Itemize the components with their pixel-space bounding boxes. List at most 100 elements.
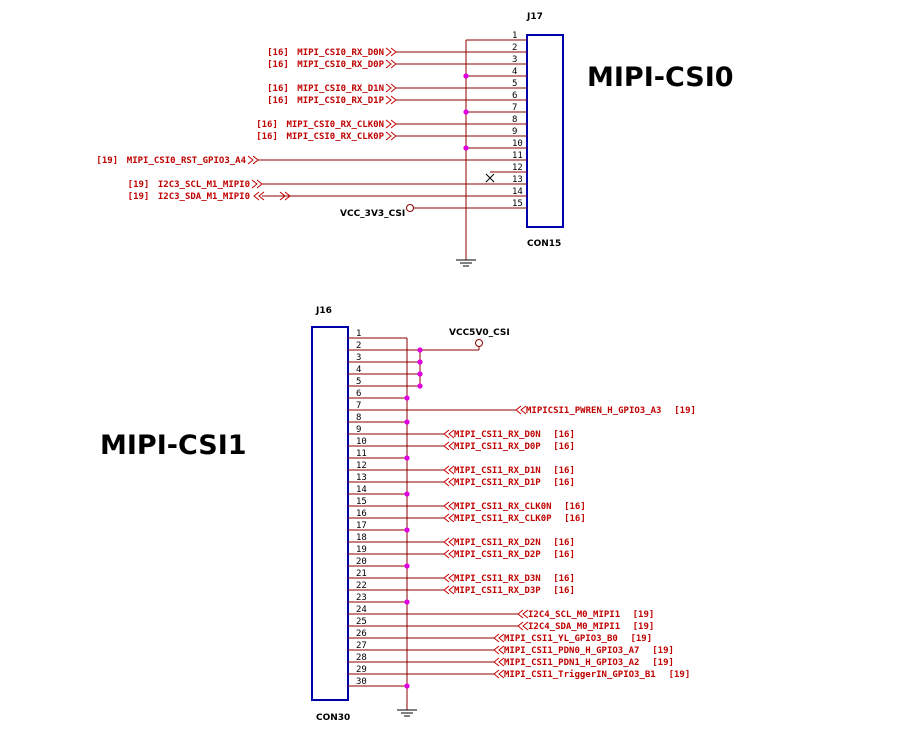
pin-number: 9 (512, 127, 517, 137)
pin-number: 1 (356, 329, 361, 339)
net-label: I2C3_SCL_M1_MIPI0 (158, 180, 250, 190)
sheet-ref: [16] (267, 60, 289, 70)
pin-number: 9 (356, 425, 361, 435)
net-port-arrow (493, 633, 505, 643)
pin-number: 3 (512, 55, 517, 65)
pin-number: 23 (356, 593, 367, 603)
net-label: MIPICSI1_PWREN_H_GPIO3_A3 (526, 406, 661, 416)
pin-number: 6 (512, 91, 517, 101)
sheet-ref: [16] (267, 48, 289, 58)
net-label: MIPI_CSI1_PDN1_H_GPIO3_A2 (504, 658, 639, 668)
net-label: MIPI_CSI1_RX_CLK0N (454, 502, 552, 512)
pin-number: 1 (512, 31, 517, 41)
net-label: MIPI_CSI1_RX_D2P (454, 550, 541, 560)
pin-number: 15 (356, 497, 367, 507)
sheet-ref: [16] (553, 478, 575, 488)
csi1-vcc-label: VCC5V0_CSI (449, 328, 510, 338)
net-port-arrow (385, 131, 397, 141)
net-label: MIPI_CSI1_RX_D3N (454, 574, 541, 584)
net-label: MIPI_CSI1_PDN0_H_GPIO3_A7 (504, 646, 639, 656)
net-label: MIPI_CSI0_RX_CLK0N (286, 120, 384, 130)
net-port-arrow (493, 657, 505, 667)
pin-number: 8 (356, 413, 361, 423)
net-port-arrow (385, 119, 397, 129)
net-port-arrow (443, 429, 455, 439)
net-label: I2C4_SCL_M0_MIPI1 (528, 610, 620, 620)
net-port-arrow (253, 191, 265, 201)
sheet-ref: [16] (553, 442, 575, 452)
net-label: MIPI_CSI1_TriggerIN_GPIO3_B1 (504, 669, 656, 680)
pin-number: 18 (356, 533, 367, 543)
junction-dot (404, 491, 410, 497)
net-label: MIPI_CSI0_RX_D1N (297, 84, 384, 94)
net-label: MIPI_CSI1_RX_D1N (454, 466, 541, 476)
junction-dot (404, 419, 410, 425)
junction-dot (404, 563, 410, 569)
junction-dot (404, 683, 410, 689)
sheet-ref: [16] (256, 132, 278, 142)
sheet-ref: [16] (256, 120, 278, 130)
csi0-refdes: J17 (526, 12, 543, 22)
sheet-ref: [19] (652, 646, 674, 656)
connector-body (526, 34, 564, 228)
net-port-arrow (385, 95, 397, 105)
pin-number: 11 (356, 449, 367, 459)
pin-number: 14 (512, 187, 523, 197)
net-port-arrow (493, 645, 505, 655)
sheet-ref: [16] (553, 586, 575, 596)
pin-number: 29 (356, 665, 367, 675)
sheet-ref: [16] (553, 430, 575, 440)
net-label: MIPI_CSI1_RX_CLK0P (454, 514, 552, 524)
pin-number: 6 (356, 389, 361, 399)
pin-number: 25 (356, 617, 367, 627)
sheet-ref: [16] (267, 84, 289, 94)
net-label: MIPI_CSI1_YL_GPIO3_B0 (504, 634, 618, 644)
net-label: MIPI_CSI1_RX_D2N (454, 538, 541, 548)
junction-dot (404, 527, 410, 533)
net-label: MIPI_CSI1_RX_D0P (454, 442, 541, 452)
junction-dot (417, 359, 423, 365)
net-label: I2C4_SDA_M0_MIPI1 (528, 622, 620, 632)
net-port-arrow (443, 573, 455, 583)
csi0-part: CON15 (527, 239, 561, 249)
net-port-arrow (247, 155, 259, 165)
net-port-arrow (443, 441, 455, 451)
sheet-ref: [19] (652, 658, 674, 668)
pin-number: 10 (356, 437, 367, 447)
no-connect-mark (485, 173, 495, 183)
junction-dot (417, 383, 423, 389)
sheet-ref: [19] (630, 634, 652, 644)
net-label: MIPI_CSI1_RX_D1P (454, 478, 541, 488)
pin-number: 4 (512, 67, 517, 77)
sheet-ref: [16] (564, 514, 586, 524)
pin-number: 7 (356, 401, 361, 411)
csi1-refdes: J16 (315, 306, 332, 316)
pin-number: 26 (356, 629, 367, 639)
csi1-connector: 1234567891011121314151617181920212223242… (311, 326, 696, 717)
sheet-ref: [16] (553, 550, 575, 560)
junction-dot (417, 347, 423, 353)
pin-number: 20 (356, 557, 367, 567)
pin-number: 4 (356, 365, 361, 375)
pin-number: 12 (356, 461, 367, 471)
net-port-arrow (443, 585, 455, 595)
pin-number: 17 (356, 521, 367, 531)
net-port-arrow (443, 465, 455, 475)
net-port-arrow (443, 477, 455, 487)
junction-dot (463, 145, 469, 151)
sheet-ref: [19] (669, 670, 691, 680)
junction-dot (463, 73, 469, 79)
junction-dot (417, 371, 423, 377)
junction-dot (404, 599, 410, 605)
junction-dot (463, 109, 469, 115)
pin-number: 30 (356, 677, 367, 687)
junction-dot (404, 395, 410, 401)
pin-number: 13 (512, 175, 523, 185)
pin-number: 19 (356, 545, 367, 555)
sheet-ref: [16] (553, 538, 575, 548)
net-port-arrow (385, 83, 397, 93)
pin-number: 14 (356, 485, 367, 495)
pin-number: 11 (512, 151, 523, 161)
pin-number: 12 (512, 163, 523, 173)
